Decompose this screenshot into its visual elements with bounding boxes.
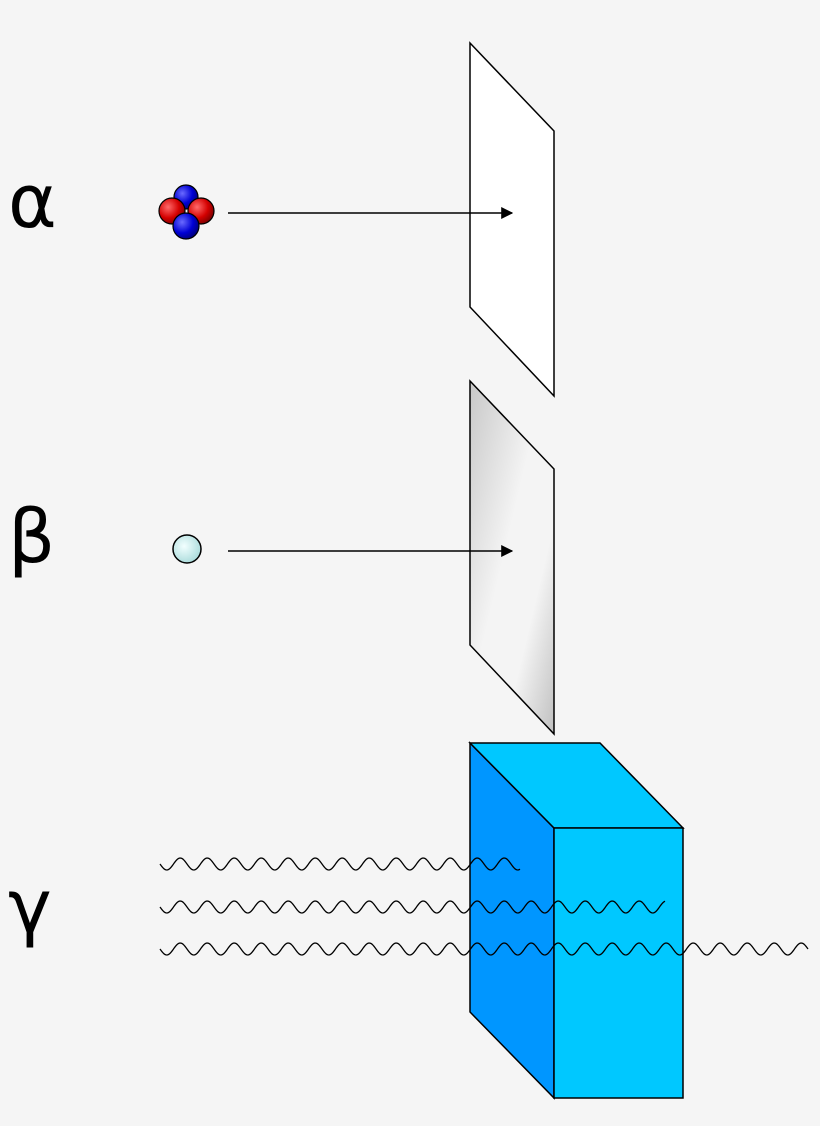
paper-sheet <box>469 41 555 398</box>
lead-block-front-face <box>553 827 684 1099</box>
beta-particle-icon <box>172 534 202 564</box>
alpha-particle-icon <box>158 184 215 240</box>
gamma-wave-3 <box>159 942 809 956</box>
gamma-wave-2 <box>159 900 666 914</box>
gamma-label: γ <box>8 864 52 950</box>
beta-label: β <box>8 494 56 580</box>
alpha-label: α <box>8 159 57 245</box>
aluminium-sheet <box>469 379 555 736</box>
gamma-wave-1 <box>159 857 521 871</box>
neutron-icon <box>172 212 200 240</box>
